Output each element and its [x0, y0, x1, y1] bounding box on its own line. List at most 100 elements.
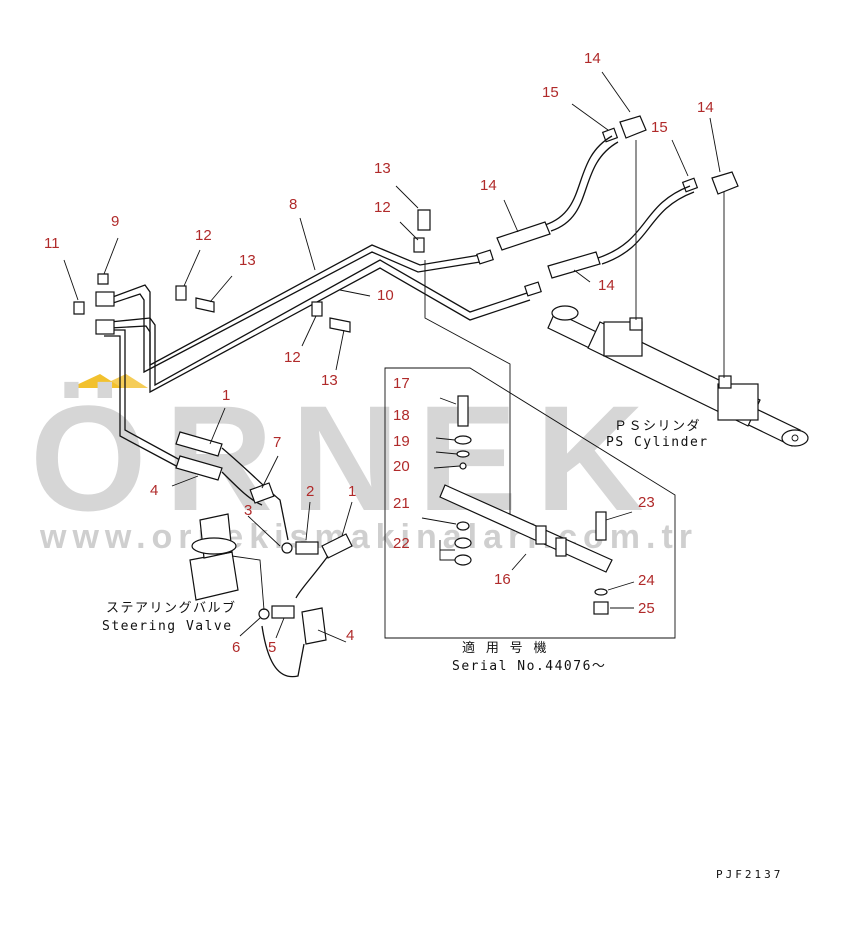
steering-valve-caption-jp: ステアリングバルブ: [106, 600, 237, 616]
washer-18: [454, 435, 472, 445]
bolt: [417, 209, 431, 231]
callout-17: 17: [393, 375, 410, 392]
hose-1: [221, 447, 289, 541]
leader-line: [231, 555, 265, 611]
steel-tubes: [73, 209, 542, 469]
callout-15: 15: [651, 119, 668, 136]
o-ring-fitting: [681, 177, 699, 193]
ps-cylinder-rod-eye-hole: [791, 434, 799, 442]
elbow-2: [295, 541, 319, 555]
hose-1b: [295, 555, 329, 599]
ps-cylinder-port-block: [717, 383, 759, 421]
tube-block: [95, 291, 115, 307]
clamp: [413, 237, 425, 253]
serial-caption-en: Serial No.44076～: [452, 659, 606, 674]
tube-lower-branch: [104, 335, 181, 469]
callout-7: 7: [273, 434, 281, 451]
tube-end-fitting: [476, 249, 494, 265]
hose-clamp-7: [249, 482, 275, 504]
callout-13: 13: [239, 252, 256, 269]
elbow-5: [271, 605, 295, 619]
callout-22: 22: [393, 535, 410, 552]
hose-fitting: [496, 221, 551, 251]
plate-16: [439, 484, 613, 573]
hose-lower: [597, 185, 691, 259]
hose-fitting-4: [175, 455, 223, 481]
inset-leader: [424, 260, 511, 520]
callout-12: 12: [374, 199, 391, 216]
plate-16-boss: [555, 537, 567, 557]
callout-16: 16: [494, 571, 511, 588]
callout-5: 5: [268, 639, 276, 656]
hose-upper: [550, 141, 619, 232]
washer-19: [456, 450, 470, 458]
o-ring-3: [281, 542, 293, 554]
callout-9: 9: [111, 213, 119, 230]
bolt-17: [457, 395, 469, 427]
leader-line: [439, 540, 455, 561]
tube-lower-branch: [110, 329, 181, 461]
callout-labels: 14 15 14 15 13 14 12 8 9 11 12 13 10 14 …: [44, 50, 714, 656]
o-ring-fitting: [601, 127, 619, 143]
bolt: [195, 297, 215, 313]
hose-fitting-4b: [301, 607, 327, 645]
captions: ＰＳシリンダ PS Cylinder ステアリングバルブ Steering Va…: [102, 419, 783, 881]
callout-1: 1: [348, 483, 356, 500]
spacer-20: [459, 462, 467, 470]
callout-15: 15: [542, 84, 559, 101]
callout-11: 11: [44, 235, 60, 252]
callout-10: 10: [377, 287, 394, 304]
callout-18: 18: [393, 407, 410, 424]
callout-14: 14: [697, 99, 714, 116]
plug: [73, 301, 85, 315]
elbow-fitting: [619, 115, 647, 139]
steering-valve-flange: [191, 537, 237, 555]
callout-21: 21: [393, 495, 410, 512]
steering-valve-body: [189, 551, 239, 601]
callout-25: 25: [638, 600, 655, 617]
callout-3: 3: [244, 502, 252, 519]
hose-fitting: [547, 251, 601, 279]
washer-24: [594, 588, 608, 596]
callout-12: 12: [284, 349, 301, 366]
callout-14: 14: [480, 177, 497, 194]
elbow-fitting: [711, 171, 739, 195]
callout-14: 14: [584, 50, 601, 67]
hose-lower: [601, 191, 695, 265]
watermark-brand: ÖRNEK: [30, 374, 662, 542]
callout-20: 20: [393, 458, 410, 475]
bolt-23: [595, 511, 607, 541]
steering-valve-caption-en: Steering Valve: [102, 619, 233, 634]
ps-cylinder-port-nut: [718, 375, 732, 389]
tube-block: [95, 319, 115, 335]
watermark: ÖRNEK www.ornekismakinalari.com.tr: [30, 374, 692, 556]
callout-leaders: [63, 71, 721, 643]
bolt: [329, 317, 351, 333]
serial-caption-jp: 適 用 号 機: [462, 640, 548, 656]
o-ring-6: [258, 608, 270, 620]
nut-25: [593, 601, 609, 615]
hose-upper: [544, 135, 613, 226]
plug: [97, 273, 109, 285]
ps-cylinder-caption-en: PS Cylinder: [606, 435, 709, 450]
nut-22: [454, 554, 472, 566]
callout-19: 19: [393, 433, 410, 450]
serial-inset: [384, 260, 676, 639]
drawing-code: PJF2137: [716, 868, 783, 881]
ps-cylinder-end-eye: [551, 305, 579, 321]
clamp: [175, 285, 187, 301]
tube-10: [109, 267, 531, 394]
callout-2: 2: [306, 483, 314, 500]
inset-frame: [384, 367, 676, 639]
callout-13: 13: [374, 160, 391, 177]
callout-23: 23: [638, 494, 655, 511]
watermark-accent-mark: [96, 374, 148, 388]
plate-16-boss: [535, 525, 547, 545]
hose-fitting-1b: [321, 533, 353, 559]
callout-12: 12: [195, 227, 212, 244]
tube-8: [109, 244, 481, 367]
ps-cylinder-assembly: [496, 115, 809, 447]
hose-4: [221, 471, 263, 506]
